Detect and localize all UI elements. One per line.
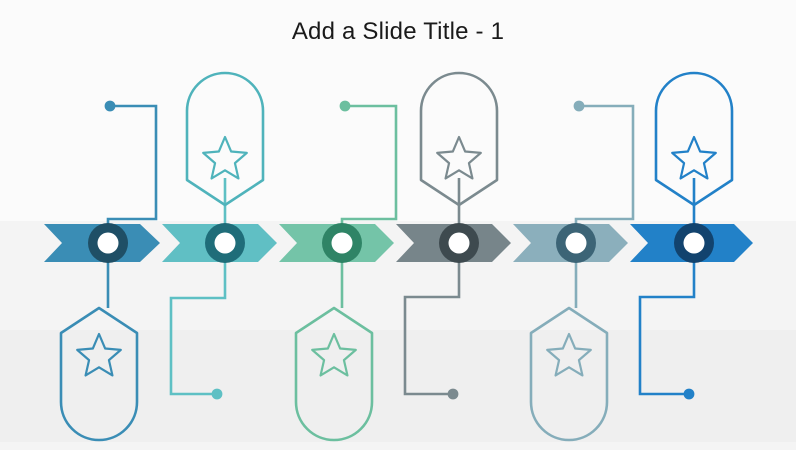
step-5-badge[interactable] <box>529 306 609 442</box>
step-1-ring-inner <box>97 232 119 254</box>
step-1-connector <box>104 100 158 308</box>
step-2-group[interactable] <box>162 71 277 400</box>
step-3-connector <box>339 100 398 308</box>
step-2-ring-inner <box>214 232 236 254</box>
star-icon <box>546 332 592 377</box>
step-2-connector <box>169 178 227 400</box>
step-4-dot <box>447 388 459 400</box>
step-2-dot <box>211 388 223 400</box>
step-6-dot <box>683 388 695 400</box>
step-1-group[interactable] <box>44 100 160 442</box>
step-1-dot <box>104 100 116 112</box>
star-icon <box>311 332 357 377</box>
background-band-lower <box>0 330 796 450</box>
background-band-edge <box>0 442 796 450</box>
step-3-group[interactable] <box>279 100 398 442</box>
step-4-connector <box>403 178 461 400</box>
step-6-ring-inner <box>683 232 705 254</box>
step-4-ring-inner <box>448 232 470 254</box>
star-icon <box>76 332 122 377</box>
star-icon <box>202 135 248 180</box>
step-6-group[interactable] <box>630 71 753 400</box>
step-3-dot <box>339 100 351 112</box>
step-5-connector <box>573 100 635 308</box>
step-5-badge-shape <box>529 306 609 442</box>
step-4-group[interactable] <box>396 71 511 400</box>
step-6-connector <box>638 178 696 400</box>
step-3-badge-shape <box>294 306 374 442</box>
star-icon <box>671 135 717 180</box>
step-5-group[interactable] <box>513 100 635 442</box>
star-icon <box>436 135 482 180</box>
step-5-dot <box>573 100 585 112</box>
step-5-ring-inner <box>565 232 587 254</box>
step-3-ring-inner <box>331 232 353 254</box>
step-3-badge[interactable] <box>294 306 374 442</box>
page-title[interactable]: Add a Slide Title - 1 <box>291 18 505 45</box>
step-1-badge-shape <box>59 306 139 442</box>
step-1-badge[interactable] <box>59 306 139 442</box>
